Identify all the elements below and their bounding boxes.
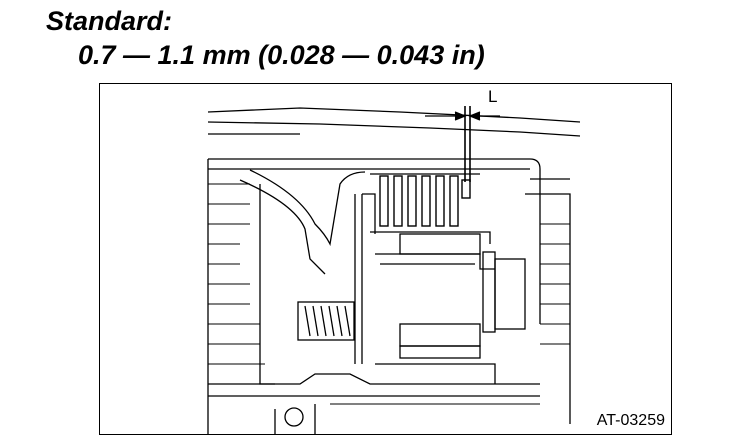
- diagram-drawing: [207, 106, 581, 434]
- figure-id: AT-03259: [596, 412, 665, 429]
- clutch-clearance-diagram: L AT-03259: [99, 83, 672, 435]
- dimension-label: L: [488, 87, 498, 106]
- spec-title: Standard:: [46, 6, 173, 36]
- spec-value: 0.7 — 1.1 mm (0.028 — 0.043 in): [78, 40, 485, 70]
